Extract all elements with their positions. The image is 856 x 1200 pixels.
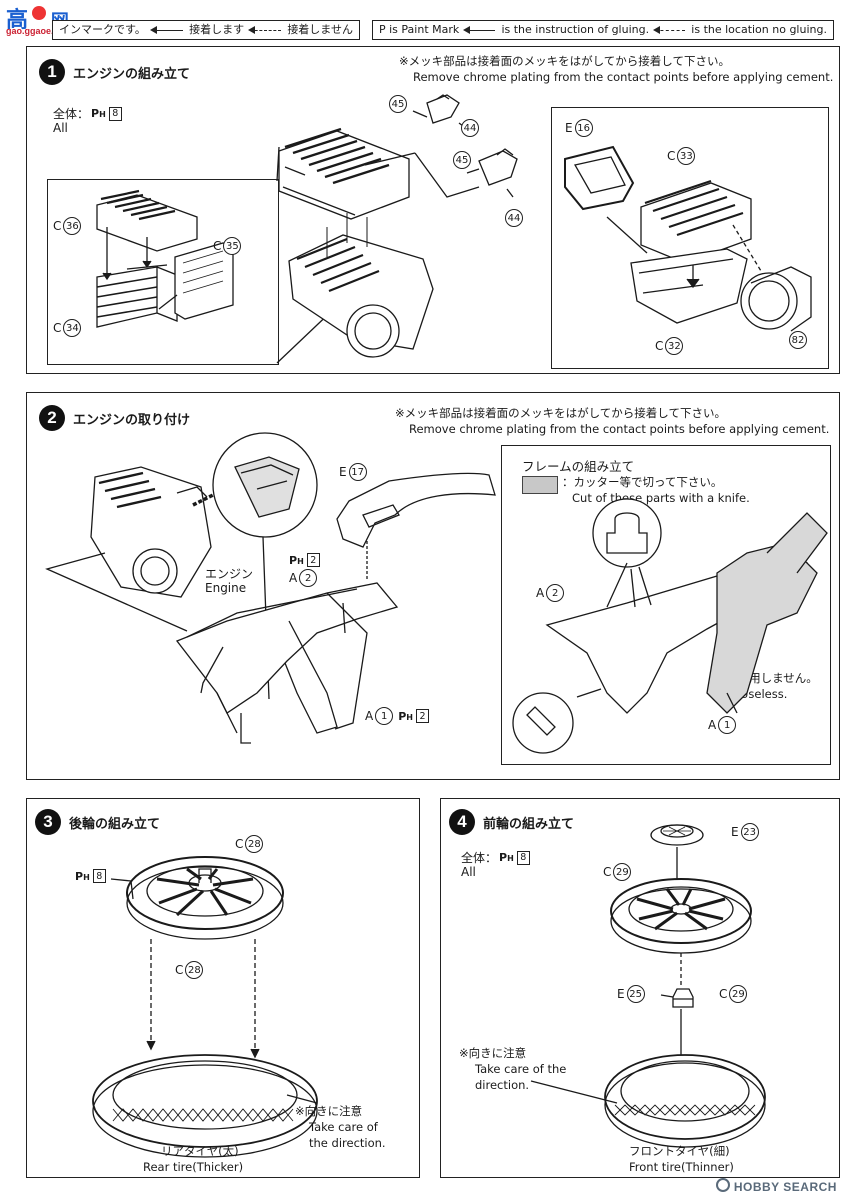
watermark-badge [32,6,47,20]
glue-arrow-icon [463,25,496,34]
step4-drawing [441,799,839,1177]
legend-jp-mark: インマークです。 [59,23,146,36]
step1-all-paint: 8 [108,106,122,121]
step4-all-en: All [461,865,476,879]
step4-all-label: 全体： PH 8 [461,849,530,866]
legend-en-noglue: is the location no gluing. [691,23,827,36]
step2-note-jp: ※メッキ部品は接着面のメッキをはがしてから接着して下さい。 [395,406,726,420]
frame-subbox-title: フレームの組み立て [522,459,635,474]
paint-mark-icon: PH [499,851,514,864]
frame-subbox-useless-en: Useless. [740,687,788,701]
hobbysearch-logo-icon [716,1178,730,1192]
step2-drawing [27,393,839,779]
step3-tire-en: Rear tire(Thicker) [143,1160,244,1174]
step3-note-jp: ※向きに注意 [295,1104,363,1118]
step4-note-en1: Take care of the [475,1062,567,1076]
step1-part-82: 82 [789,331,807,349]
step4-title: 前輪の組み立て [483,817,575,832]
step1-note-jp: ※メッキ部品は接着面のメッキをはがしてから接着して下さい。 [399,54,730,68]
step1-part-45b: 45 [453,151,471,169]
step3-badge: 3 [35,809,61,835]
step1-part-44a: 44 [461,119,479,137]
step3-title: 後輪の組み立て [69,817,161,832]
step2-title: エンジンの取り付け [73,413,191,428]
noglue-arrow-icon [248,25,282,34]
step2-paint-a2: PH 2 [289,553,320,567]
legend-jp-glue: 接着します [189,23,245,36]
step1-drawing [27,47,839,373]
step4-badge: 4 [449,809,475,835]
step4-note-en2: direction. [475,1078,530,1092]
step1-part-44b: 44 [505,209,523,227]
step1-all-jp: 全体： [53,107,90,121]
paint-mark-icon: PH [75,869,90,883]
step1-badge: 1 [39,59,65,85]
watermark-domain: gao.ggaoe.com [6,26,73,36]
step4-note-jp: ※向きに注意 [459,1046,527,1060]
step3-note-en1: Take care of [309,1120,378,1134]
cut-area-swatch [522,476,558,494]
step1-all-label: 全体： PH 8 [53,105,122,122]
legend-japanese: インマークです。 接着します 接着しません [52,20,360,40]
frame-subbox-cut-jp: ：カッター等で切って下さい。 [562,475,723,489]
paint-mark-icon: PH [398,709,413,723]
watermark-cn-char: 高 [6,7,29,32]
step4-tire-jp: フロントタイヤ(細) [629,1144,730,1158]
step2-note-en: Remove chrome plating from the contact p… [409,422,830,436]
step2-badge: 2 [39,405,65,431]
step3-drawing [27,799,419,1177]
glue-arrow-icon [149,25,184,34]
step3-note-en2: the direction. [309,1136,386,1150]
paint-mark-icon: PH [91,107,106,120]
step2-panel: 2 エンジンの取り付け ※メッキ部品は接着面のメッキをはがしてから接着して下さい… [26,392,840,780]
step1-panel: 1 エンジンの組み立て ※メッキ部品は接着面のメッキをはがしてから接着して下さい… [26,46,840,374]
legend-en-glue: is the instruction of gluing. [501,23,650,36]
step1-part-45a: 45 [389,95,407,113]
legend-jp-noglue: 接着しません [287,23,353,36]
step1-all-en: All [53,121,68,135]
step1-title: エンジンの組み立て [73,67,191,82]
step2-engine-jp: エンジン [205,567,254,581]
step4-panel: 4 前輪の組み立て 全体： PH 8 All [440,798,840,1178]
step4-tire-en: Front tire(Thinner) [629,1160,734,1174]
paint-mark-icon: PH [289,553,304,567]
step3-tire-jp: リアタイヤ(太) [161,1144,239,1158]
step2-engine-en: Engine [205,581,247,595]
legend-english: P is Paint Mark is the instruction of gl… [372,20,834,40]
legend-en-pmark: P is Paint Mark [379,23,460,36]
noglue-arrow-icon [653,25,686,34]
watermark-hobbysearch: HOBBY SEARCH [716,1178,837,1194]
step1-note-en: Remove chrome plating from the contact p… [413,70,834,84]
step3-paint: PH 8 [75,869,106,883]
